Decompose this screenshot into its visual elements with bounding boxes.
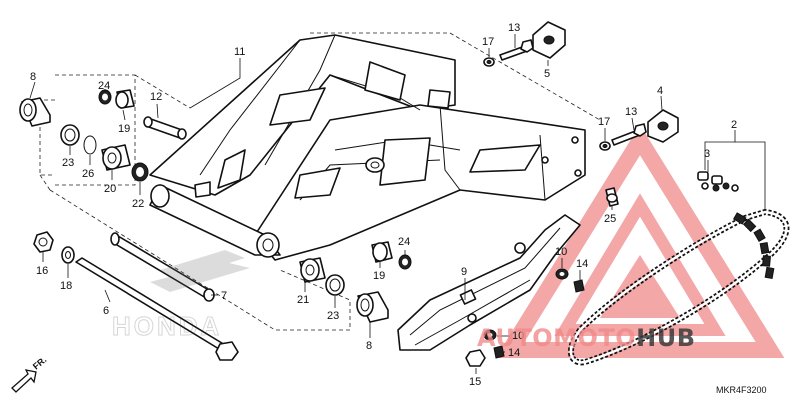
callout-25: 25 [604,213,616,225]
pivot-nut-16 [33,231,54,253]
chain-link-section [732,212,775,280]
bolt-15 [465,349,486,367]
callout-24: 24 [98,80,110,92]
callout-17: 17 [598,116,610,128]
screw-14-lower [493,345,505,359]
catalog-code: MKR4F3200 [716,385,767,395]
callout-19: 19 [118,123,130,135]
callout-9: 9 [461,266,467,278]
callout-24: 24 [398,236,410,248]
watermark-prefix: AUTO [477,324,553,352]
leader-lines [29,34,766,374]
callout-15: 15 [469,376,481,388]
bearing-21 [299,257,326,283]
callout-12: 12 [150,91,162,103]
callout-2: 2 [731,119,737,131]
chain-slider [397,214,581,351]
swingarm-body [149,34,586,261]
callout-4: 4 [657,85,663,97]
callout-21: 21 [297,294,309,306]
callout-23: 23 [327,310,339,322]
callout-6: 6 [103,305,109,317]
adjuster-bolt-13-upper [499,39,534,61]
callout-14: 14 [508,347,520,359]
pivot-shaft-7 [110,232,215,302]
collar-12 [143,116,187,140]
callout-23: 23 [62,157,74,169]
needle-bearing-19-lower [371,241,393,263]
callout-13: 13 [508,22,520,34]
callout-3: 3 [704,148,710,160]
callout-26: 26 [82,168,94,180]
watermark-brand-text: AUTOMOTOHUB [477,324,696,352]
dust-seal-23-upper [60,124,80,146]
honda-logo-watermark: HONDA [112,250,250,342]
collar-10-lower [483,329,497,341]
collar-10-upper [555,268,569,280]
dust-seal-24-upper [98,89,112,105]
watermark-triangle-logo [495,124,785,358]
callout-11: 11 [234,46,245,58]
callout-10: 10 [555,246,567,258]
callout-14: 14 [576,258,588,270]
master-link-set [697,171,739,192]
honda-logo-text: HONDA [112,311,222,341]
pivot-collar-8-lower [356,291,389,323]
callout-19: 19 [373,270,385,282]
washer-18 [61,246,75,264]
watermark-middle: MOTO [553,324,636,352]
adjuster-plate-5 [532,21,566,59]
needle-bearing-19-upper [115,89,135,109]
dust-seal-22 [131,162,149,182]
adjuster-plate-4 [647,109,679,143]
callout-16: 16 [36,265,48,277]
callout-22: 22 [132,198,144,210]
screw-14-upper [573,279,585,293]
callout-labels: 8 24 19 12 11 17 13 5 4 13 17 2 3 23 26 … [30,22,737,388]
svg-text:AUTOMOTOHUB: AUTOMOTOHUB [477,324,696,352]
callout-20: 20 [104,183,116,195]
bolt-25 [605,187,619,207]
callout-7: 7 [221,290,227,302]
callout-8: 8 [366,340,372,352]
drive-chain [568,208,790,366]
adjuster-nut-17-lower [599,141,611,151]
watermark-suffix: HUB [636,324,695,352]
pivot-collar-8-upper [19,97,51,127]
dust-seal-23-lower [325,274,345,296]
callout-18: 18 [60,280,72,292]
front-direction-label: FR. [31,355,49,372]
callout-13: 13 [625,106,637,118]
callout-10: 10 [512,330,524,342]
adjuster-bolt-13-lower [611,123,647,146]
pivot-bolt-6 [75,257,239,361]
front-direction-indicator: FR. [11,355,49,393]
adjuster-nut-17-upper [483,57,495,67]
circlip-26 [83,135,97,155]
callout-5: 5 [544,68,550,80]
callout-17: 17 [482,36,494,48]
bearing-20 [101,144,131,171]
callout-8: 8 [30,71,36,83]
dust-seal-24-lower [398,254,412,270]
